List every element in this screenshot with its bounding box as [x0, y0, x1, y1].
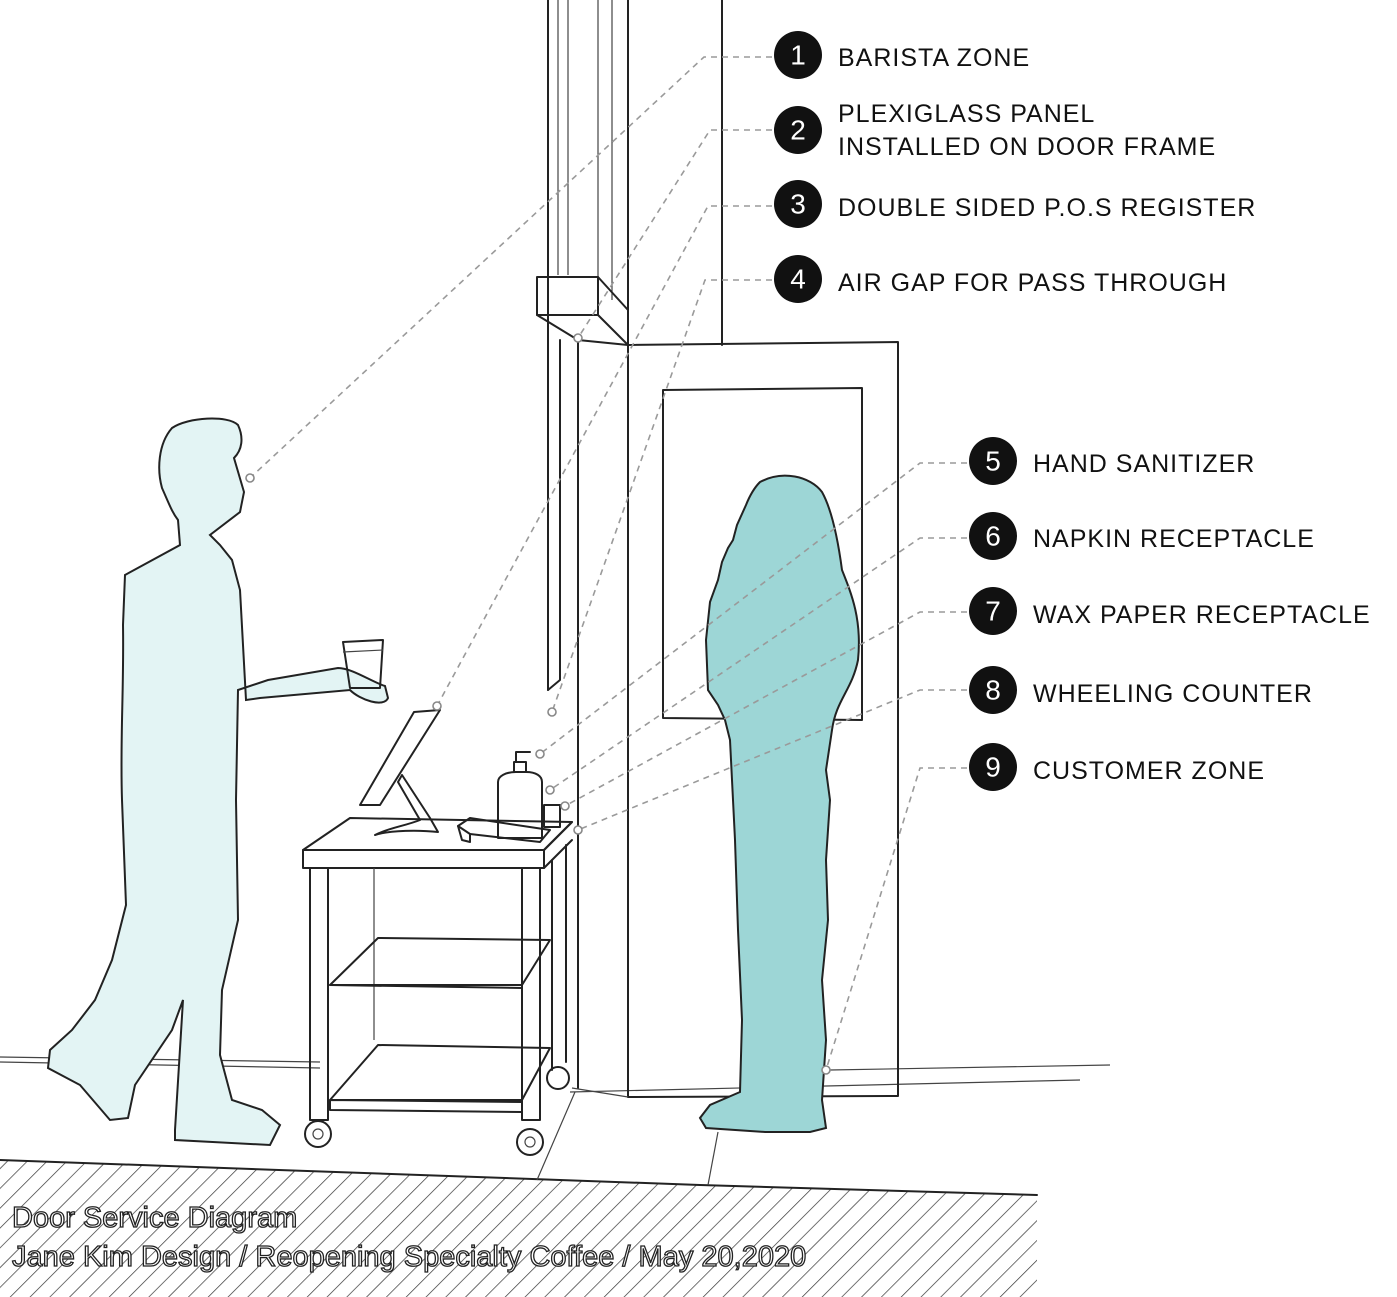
wheeling-counter [302, 817, 573, 1156]
callout-8: 8 WHEELING COUNTER [969, 666, 1313, 714]
callout-6: 6 NAPKIN RECEPTACLE [969, 512, 1315, 560]
callout-label: DOUBLE SIDED P.O.S REGISTER [838, 194, 1256, 222]
callout-label: AIR GAP FOR PASS THROUGH [838, 269, 1227, 297]
ground-edge [0, 1159, 1038, 1196]
callout-7: 7 WAX PAPER RECEPTACLE [969, 587, 1371, 635]
pump-bottle-icon [497, 751, 543, 839]
door-frame [547, 0, 899, 1098]
callout-number: 5 [985, 446, 1001, 477]
callout-2: 2 PLEXIGLASS PANEL INSTALLED ON DOOR FRA… [774, 100, 1216, 161]
callout-badge [774, 31, 822, 79]
callout-number: 2 [790, 115, 806, 146]
callout-label: WAX PAPER RECEPTACLE [1033, 601, 1371, 629]
diagram-credit: Jane Kim Design / Reopening Specialty Co… [12, 1241, 806, 1273]
callout-badge [774, 180, 822, 228]
callout-badge [969, 587, 1017, 635]
callout-badge [969, 512, 1017, 560]
callout-label: CUSTOMER ZONE [1033, 757, 1265, 785]
barista-silhouette [46, 417, 390, 1147]
customer-silhouette [698, 474, 860, 1133]
diagram-title: Door Service Diagram [12, 1202, 297, 1234]
callout-badge [774, 106, 822, 154]
callout-9: 9 CUSTOMER ZONE [969, 743, 1265, 791]
coffee-cup [342, 639, 384, 689]
callout-number: 1 [790, 40, 806, 71]
callout-number: 7 [985, 596, 1001, 627]
wax-paper-receptacle [457, 817, 551, 843]
leader-lines [245, 56, 967, 1075]
callout-badge [969, 666, 1017, 714]
callout-5: 5 HAND SANITIZER [969, 437, 1255, 485]
plexiglass-panel [536, 276, 629, 346]
callout-number: 3 [790, 189, 806, 220]
callout-label: NAPKIN RECEPTACLE [1033, 525, 1315, 553]
callout-badge [969, 437, 1017, 485]
callout-number: 8 [985, 675, 1001, 706]
callout-number: 4 [790, 264, 806, 295]
callout-label: HAND SANITIZER [1033, 450, 1255, 478]
pos-tablet-icon [359, 709, 441, 836]
callout-3: 3 DOUBLE SIDED P.O.S REGISTER [774, 180, 1256, 228]
napkin-receptacle [543, 804, 561, 828]
callout-4: 4 AIR GAP FOR PASS THROUGH [774, 255, 1227, 303]
callout-label: BARISTA ZONE [838, 44, 1030, 72]
callout-1: 1 BARISTA ZONE [774, 31, 1030, 79]
callout-number: 9 [985, 752, 1001, 783]
callout-badge [774, 255, 822, 303]
callout-label: WHEELING COUNTER [1033, 680, 1313, 708]
callout-number: 6 [985, 521, 1001, 552]
callout-label: PLEXIGLASS PANEL [838, 100, 1095, 128]
ground-hatch [0, 1160, 1037, 1297]
callout-label: INSTALLED ON DOOR FRAME [838, 133, 1216, 161]
callout-badge [969, 743, 1017, 791]
